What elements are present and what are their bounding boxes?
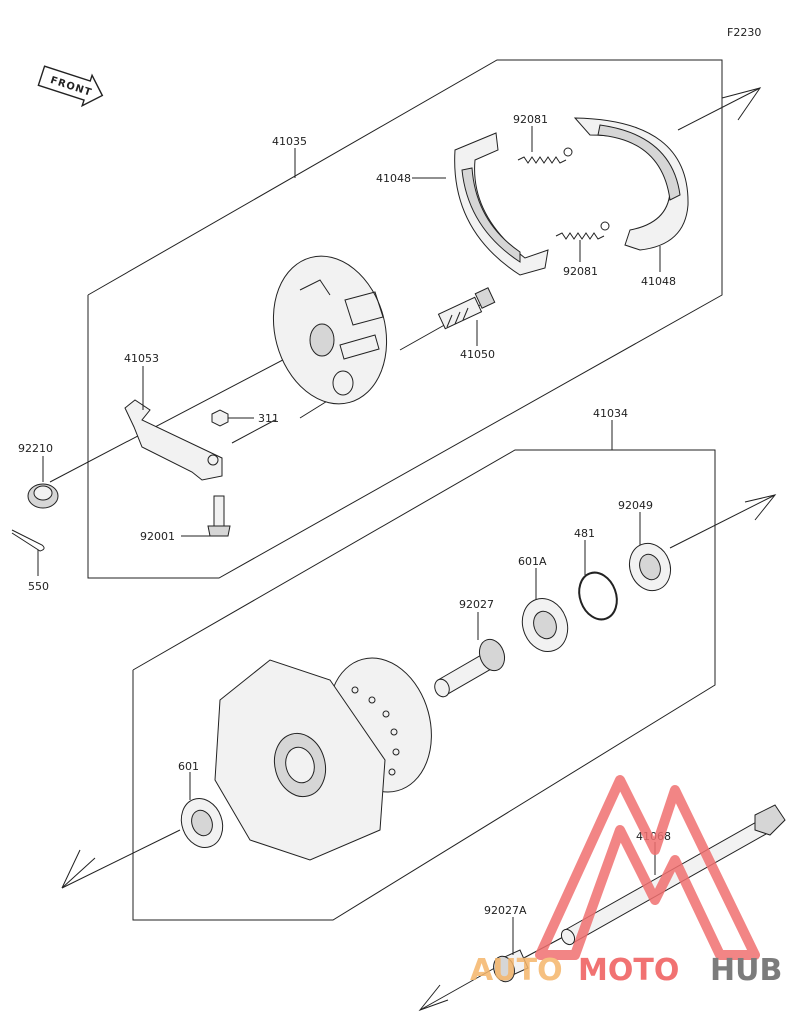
front-arrow-icon: FRONT	[37, 65, 104, 108]
label-550: 550	[28, 580, 49, 593]
wheel-hub	[214, 657, 432, 861]
bearing-601	[180, 798, 224, 848]
diagram-code: F2230	[727, 26, 761, 39]
nut-92210	[27, 483, 59, 509]
leader-lines	[37, 126, 661, 955]
label-92027A: 92027A	[484, 904, 527, 917]
brake-arm	[124, 399, 223, 481]
watermark-triangle-icon	[535, 775, 760, 960]
brake-shoe-right	[573, 117, 689, 251]
brake-cam	[437, 287, 496, 330]
label-601: 601	[178, 760, 199, 773]
label-92001: 92001	[140, 530, 175, 543]
label-92210: 92210	[18, 442, 53, 455]
label-41034: 41034	[593, 407, 628, 420]
label-92081-top: 92081	[513, 113, 548, 126]
circlip-481	[578, 571, 618, 621]
bearing-601A	[521, 598, 569, 652]
label-311: 311	[258, 412, 279, 425]
brake-panel	[272, 255, 388, 405]
watermark-moto: MOTO	[578, 953, 679, 988]
collar-92027A	[493, 949, 529, 983]
cotter-pin	[11, 529, 45, 552]
label-92027: 92027	[459, 598, 494, 611]
spring-top	[517, 147, 573, 164]
nut-311	[211, 409, 229, 427]
lower-group-outline	[132, 449, 716, 921]
bolt-92001	[207, 495, 231, 537]
collar-92027	[434, 638, 506, 698]
watermark-hub: HUB	[710, 953, 782, 988]
label-481: 481	[574, 527, 595, 540]
brake-shoe-left	[454, 132, 549, 276]
label-41048-right: 41048	[641, 275, 676, 288]
label-92049: 92049	[618, 499, 653, 512]
watermark-auto: AUTO	[470, 953, 563, 988]
spring-bottom	[555, 221, 610, 240]
label-41053: 41053	[124, 352, 159, 365]
label-41050: 41050	[460, 348, 495, 361]
label-92081-bottom: 92081	[563, 265, 598, 278]
oil-seal-92049	[628, 542, 672, 592]
label-41035: 41035	[272, 135, 307, 148]
label-41048-top: 41048	[376, 172, 411, 185]
watermark-logo: AUTO MOTO HUB	[470, 775, 782, 988]
label-601A: 601A	[518, 555, 547, 568]
upper-group-outline	[87, 59, 723, 579]
